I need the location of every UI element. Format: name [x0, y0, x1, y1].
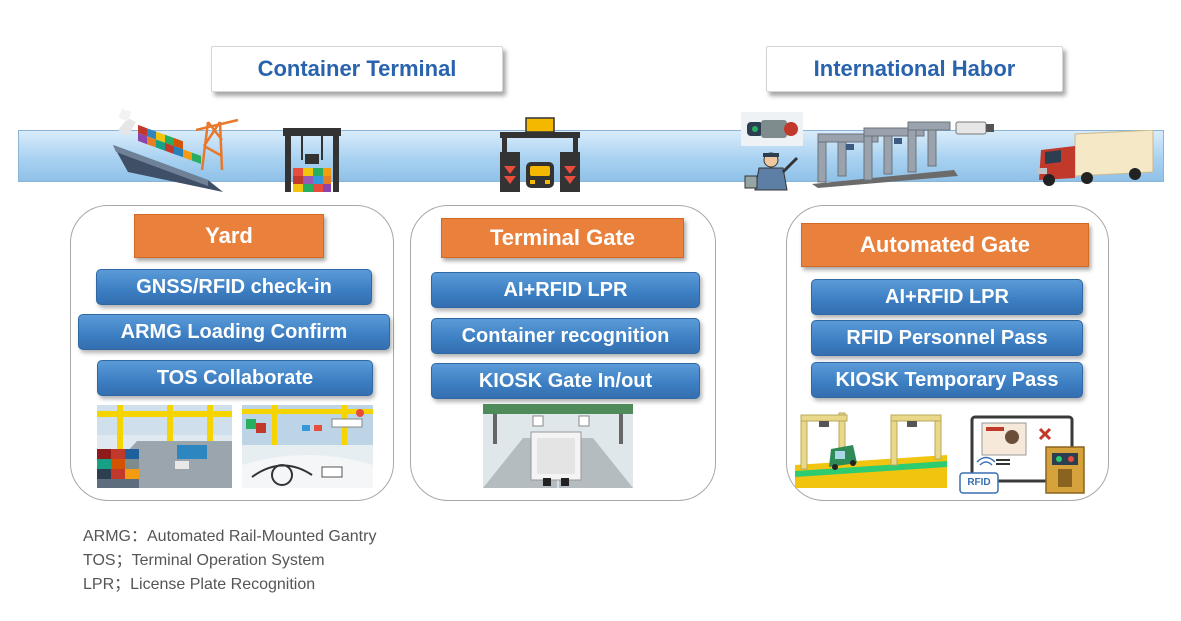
- container-terminal-title: Container Terminal: [211, 46, 503, 92]
- gnss-rfid-check-in-button[interactable]: GNSS/RFID check-in: [96, 269, 372, 305]
- automated-gate-header: Automated Gate: [801, 223, 1089, 267]
- legend-tos: TOS；Terminal Operation System: [83, 552, 325, 569]
- yard-photo-armg: [97, 405, 232, 488]
- gate-portal-icon: [812, 121, 958, 188]
- rfid-card-label: RFID: [967, 477, 991, 488]
- terminal-gate-photo: [483, 404, 633, 488]
- truck-icon: [1037, 130, 1154, 186]
- camera-icon: [741, 112, 803, 146]
- quay-crane-icon: [195, 118, 239, 171]
- container-ship-icon: [113, 108, 223, 192]
- kiosk-photo: RFID: [958, 415, 1088, 495]
- armg-loading-confirm-button[interactable]: ARMG Loading Confirm: [78, 314, 390, 350]
- security-guard-icon: [744, 152, 799, 191]
- kiosk-gate-in-out-button[interactable]: KIOSK Gate In/out: [431, 363, 700, 399]
- terminal-ai-rfid-lpr-button[interactable]: AI+RFID LPR: [431, 272, 700, 308]
- kiosk-temporary-pass-button[interactable]: KIOSK Temporary Pass: [811, 362, 1083, 398]
- terminal-gate-icon: [500, 117, 580, 192]
- yard-photo-cab-view: [242, 405, 373, 488]
- terminal-gate-header: Terminal Gate: [441, 218, 684, 258]
- automated-gate-photo: [795, 405, 947, 488]
- container-recognition-button[interactable]: Container recognition: [431, 318, 700, 354]
- cctv-camera-icon: [955, 121, 994, 135]
- legend-armg: ARMG：Automated Rail-Mounted Gantry: [83, 528, 377, 545]
- international-harbor-title: International Habor: [766, 46, 1063, 92]
- yard-header: Yard: [134, 214, 324, 258]
- tos-collaborate-button[interactable]: TOS Collaborate: [97, 360, 373, 396]
- auto-ai-rfid-lpr-button[interactable]: AI+RFID LPR: [811, 279, 1083, 315]
- yard-gantry-icon: [283, 128, 341, 192]
- rfid-personnel-pass-button[interactable]: RFID Personnel Pass: [811, 320, 1083, 356]
- legend-lpr: LPR；License Plate Recognition: [83, 576, 316, 593]
